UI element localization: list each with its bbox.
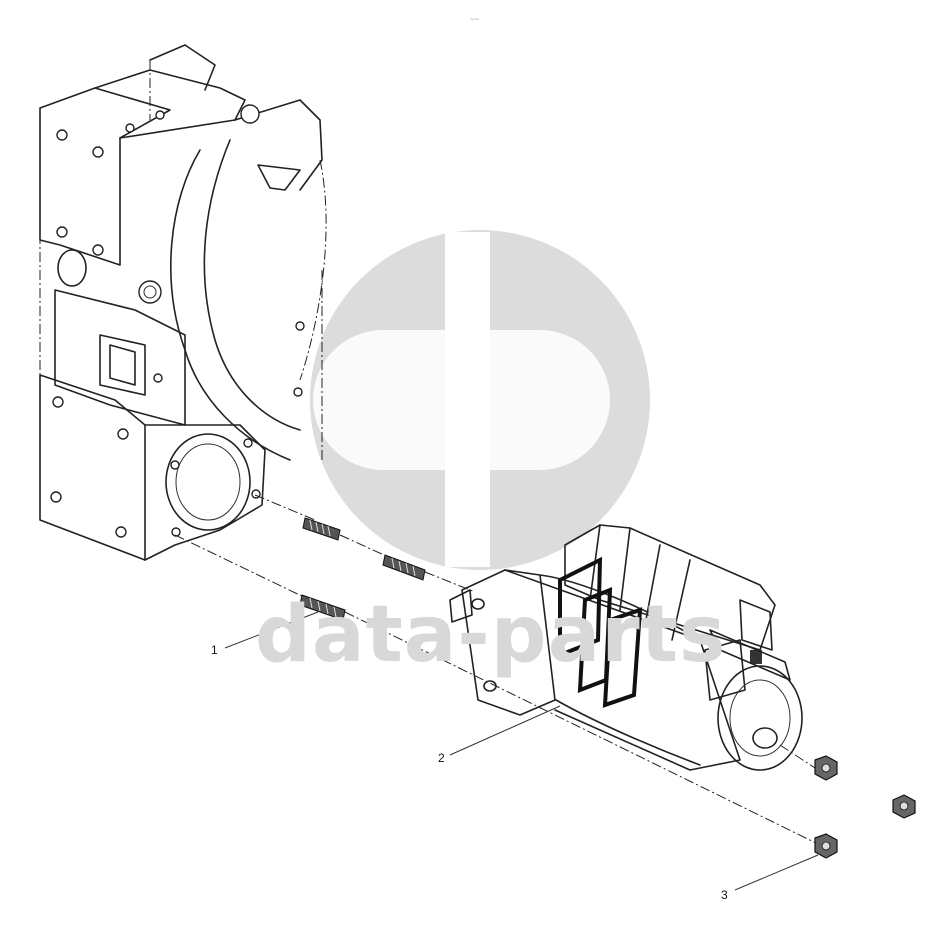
nut-right bbox=[892, 794, 916, 819]
watermark-text: data-parts bbox=[255, 590, 727, 680]
watermark-logo-icon bbox=[310, 230, 650, 570]
callout-2: 2 bbox=[438, 751, 445, 765]
nut-upper bbox=[814, 755, 838, 781]
flywheel-housing bbox=[39, 44, 327, 561]
header-mark: ~~ bbox=[470, 15, 480, 24]
stud-upper bbox=[302, 517, 341, 541]
stud-lower bbox=[299, 594, 346, 621]
stud-middle bbox=[382, 554, 426, 581]
callout-3: 3 bbox=[721, 888, 728, 902]
callout-1: 1 bbox=[211, 643, 218, 657]
starter-motor bbox=[449, 524, 803, 771]
callout-leaders bbox=[224, 611, 819, 891]
nut-lower bbox=[814, 833, 838, 859]
